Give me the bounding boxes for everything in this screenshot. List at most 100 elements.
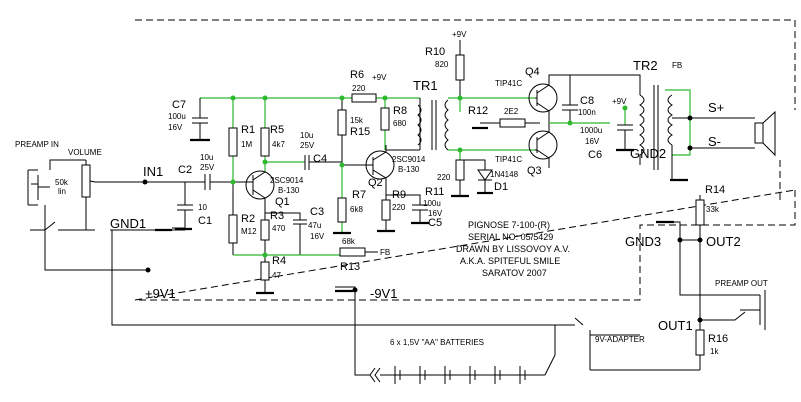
c5-label: C5 bbox=[428, 217, 442, 229]
r14-label: R14 bbox=[705, 184, 725, 196]
c2-voltage: 25V bbox=[200, 163, 215, 172]
info-line: PIGNOSE 7-100-(R) bbox=[468, 220, 550, 230]
plus9v1-wire bbox=[44, 230, 148, 271]
gnd3-label: GND3 bbox=[625, 234, 661, 249]
gnd2-wire bbox=[671, 145, 685, 181]
pot-taper: lin bbox=[58, 187, 66, 196]
volume-label: VOLUME bbox=[68, 148, 102, 157]
c8-value: 100n bbox=[578, 108, 596, 117]
q2-grade: B-130 bbox=[398, 165, 420, 174]
c5-voltage: 16V bbox=[428, 209, 443, 218]
minus9v1-label: -9V1 bbox=[370, 286, 397, 301]
c3-value: 47u bbox=[308, 221, 321, 230]
c1-capacitor bbox=[177, 182, 193, 228]
tr1-transformer bbox=[386, 98, 449, 151]
pot-value: 50k bbox=[55, 178, 69, 187]
preamp-out-jack bbox=[679, 240, 766, 330]
r9-resistor bbox=[381, 195, 391, 230]
info-line: DRAWN BY LISSOVOY A.V. bbox=[456, 244, 570, 254]
d1-type: 1N4148 bbox=[490, 170, 519, 179]
r13-label: R13 bbox=[340, 261, 360, 273]
c3-voltage: 16V bbox=[310, 232, 325, 241]
d1-label: D1 bbox=[494, 181, 508, 193]
c6-value: 1000u bbox=[580, 126, 602, 135]
c8-capacitor bbox=[562, 75, 578, 123]
info-line: A.K.A. SPITEFUL SMILE bbox=[460, 256, 560, 266]
r13-resistor bbox=[339, 247, 378, 257]
c4-voltage: 25V bbox=[300, 141, 315, 150]
r16-resistor bbox=[695, 320, 705, 370]
s-minus-node bbox=[687, 145, 693, 151]
s-minus-label: S- bbox=[708, 134, 721, 149]
d1-diode bbox=[460, 159, 493, 192]
c6-voltage: 16V bbox=[585, 137, 600, 146]
r15-label: R15 bbox=[350, 126, 370, 138]
q3-type: TIP41C bbox=[495, 155, 522, 164]
r2-label: R2 bbox=[241, 213, 255, 225]
r9-value: 220 bbox=[392, 203, 406, 212]
c1-label: C1 bbox=[198, 215, 212, 227]
r7-value: 6k8 bbox=[350, 205, 363, 214]
q4-label: Q4 bbox=[525, 66, 540, 78]
q4-transistor bbox=[528, 74, 570, 123]
r4-value: 47 bbox=[272, 271, 281, 280]
battery-pack bbox=[369, 325, 556, 384]
q1-transistor bbox=[240, 170, 275, 210]
q2-transistor bbox=[342, 145, 395, 195]
junction-dots bbox=[230, 95, 628, 258]
r10-value: 820 bbox=[435, 60, 449, 69]
c7-value: 100u bbox=[168, 112, 186, 121]
r1-value: 1M bbox=[241, 140, 252, 149]
c3-capacitor bbox=[265, 212, 307, 255]
r6-label: R6 bbox=[350, 69, 364, 81]
r5-resistor bbox=[260, 98, 270, 172]
gnd1-label: GND1 bbox=[110, 216, 146, 231]
r4-resistor bbox=[260, 255, 270, 292]
r16-label: R16 bbox=[708, 333, 728, 345]
s-plus-node bbox=[687, 115, 693, 121]
gnd2-label: GND2 bbox=[630, 146, 666, 161]
r3-value: 470 bbox=[272, 224, 286, 233]
info-line: SERIAL NO: 05/5429 bbox=[468, 232, 553, 242]
r4-label: R4 bbox=[272, 255, 286, 267]
r8-resistor bbox=[380, 98, 390, 150]
c5-value: 100u bbox=[423, 199, 441, 208]
c3-label: C3 bbox=[310, 206, 324, 218]
info-block: PIGNOSE 7-100-(R) SERIAL NO: 05/5429 DRA… bbox=[456, 220, 570, 278]
adapter-jack bbox=[574, 317, 700, 371]
r15-resistor bbox=[337, 98, 347, 162]
minus9v1-node bbox=[352, 287, 358, 293]
c4-capacitor bbox=[265, 155, 342, 170]
adapter-label: 9V-ADAPTER bbox=[595, 335, 645, 344]
c6-label: C6 bbox=[588, 149, 602, 161]
volume-pot bbox=[49, 159, 115, 230]
r8-label: R8 bbox=[393, 105, 407, 117]
r12-value: 2E2 bbox=[504, 107, 519, 116]
q2-label: Q2 bbox=[368, 177, 383, 189]
r15-value: 15k bbox=[350, 116, 364, 125]
in1-label: IN1 bbox=[143, 164, 163, 179]
c1-value: 10 bbox=[198, 203, 207, 212]
r13-value: 68k bbox=[342, 237, 356, 246]
q1-type: 2SC9014 bbox=[270, 176, 304, 185]
preamp-out-label: PREAMP OUT bbox=[715, 279, 768, 288]
c4-label: C4 bbox=[313, 153, 327, 165]
r5-value: 4k7 bbox=[272, 140, 285, 149]
r11-resistor bbox=[455, 159, 465, 195]
c6-capacitor bbox=[617, 108, 633, 150]
r14-resistor bbox=[695, 195, 705, 240]
r16-value: 1k bbox=[710, 347, 719, 356]
speaker-wires bbox=[672, 117, 755, 149]
r10-supply: +9V bbox=[452, 30, 467, 39]
r6-resistor bbox=[351, 93, 377, 103]
r7-resistor bbox=[337, 162, 347, 232]
c7-label: C7 bbox=[172, 99, 186, 111]
batteries-label: 6 x 1,5V "AA" BATTERIES bbox=[390, 338, 484, 347]
c5-capacitor bbox=[386, 194, 428, 222]
r11-value: 220 bbox=[437, 173, 451, 182]
r2-value: M12 bbox=[241, 227, 257, 236]
r6-supply: +9V bbox=[372, 73, 387, 82]
c7-capacitor bbox=[192, 98, 208, 140]
s-plus-label: S+ bbox=[708, 100, 724, 115]
r7-label: R7 bbox=[352, 189, 366, 201]
